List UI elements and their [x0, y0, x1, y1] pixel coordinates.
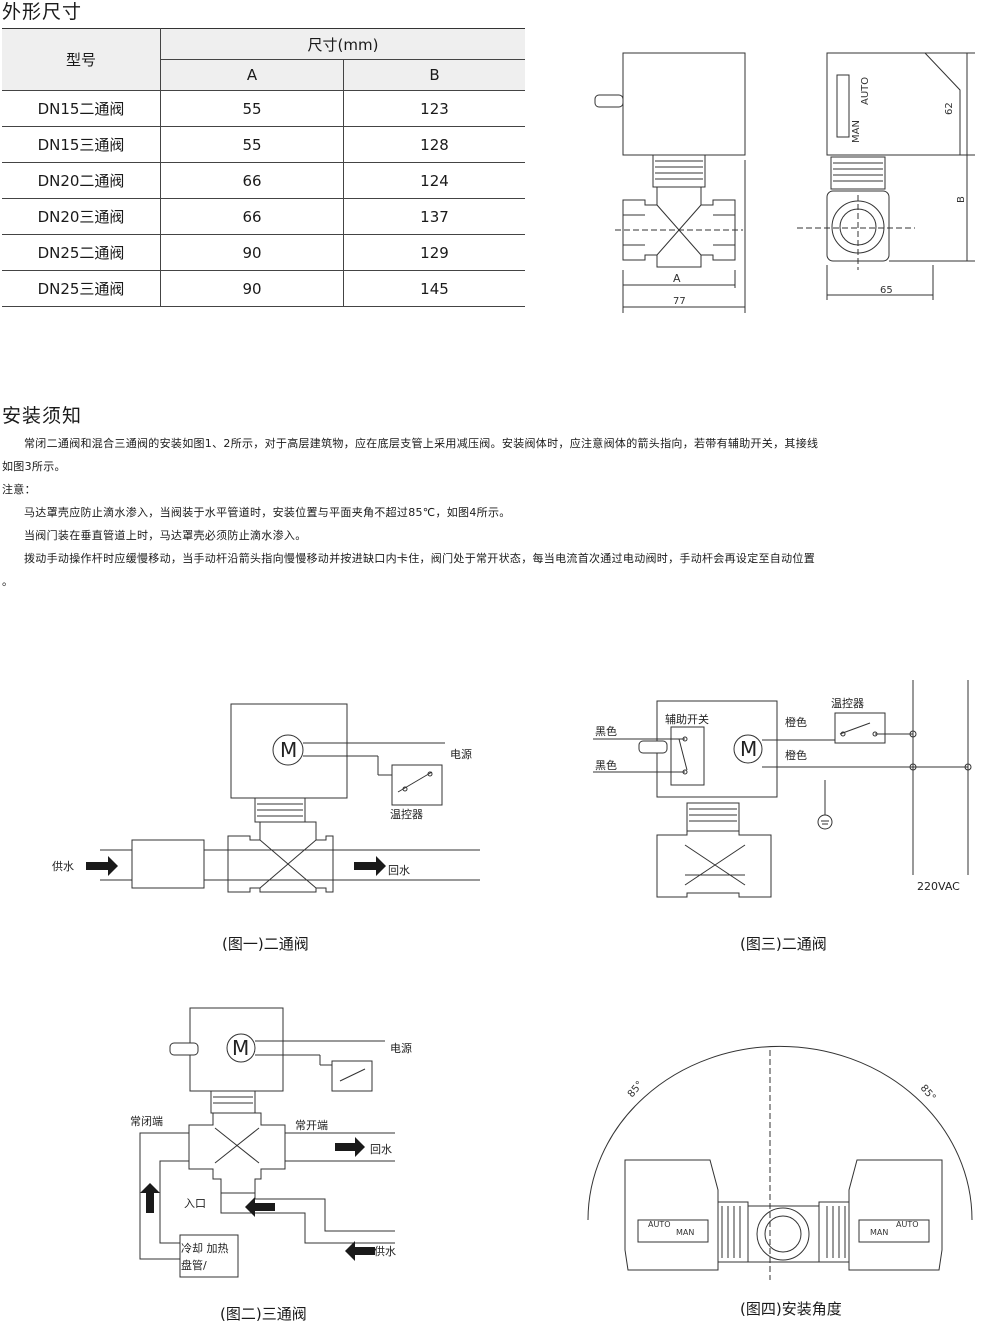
dim-label-auto: AUTO: [860, 77, 871, 105]
header-size: 尺寸(mm): [160, 28, 525, 60]
cell-b: 145: [343, 270, 525, 307]
fig3-orange1-label: 橙色: [785, 715, 807, 729]
cell-model: DN25三通阀: [37, 280, 125, 298]
fig2-supply-arrow-icon: [345, 1241, 375, 1261]
fig4-angle-left-label: 85°: [626, 1079, 646, 1100]
fig3-diagram: 黑色 黑色 辅助开关 M 橙色 橙色 温控器 220VAC: [593, 680, 972, 898]
note-3-cont: 。: [2, 575, 14, 588]
cell-model: DN15二通阀: [37, 100, 125, 118]
dim-label-man: MAN: [851, 120, 862, 143]
cell-a: 66: [160, 162, 344, 199]
fig1-motor-label: M: [280, 738, 297, 762]
fig3-aux-switch-label: 辅助开关: [665, 712, 709, 726]
dim-label-62: 62: [944, 102, 955, 115]
cell-model: DN20三通阀: [37, 208, 125, 226]
dim-label-b: B: [956, 196, 967, 203]
cell-b: 124: [343, 162, 525, 199]
cell-model: DN20二通阀: [37, 172, 125, 190]
cell-model: DN15三通阀: [37, 136, 125, 154]
fig2-inlet-label: 入口: [184, 1197, 206, 1210]
dim-label-65: 65: [880, 285, 893, 296]
fig4-auto-right-label: AUTO: [896, 1220, 919, 1229]
fig2-coil-label-line2: 盘管/: [181, 1258, 207, 1272]
fig3-thermostat-label: 温控器: [831, 696, 864, 710]
cell-b: 129: [343, 234, 525, 271]
dimensions-title: 外形尺寸: [2, 1, 83, 23]
fig1-thermostat-label: 温控器: [390, 807, 423, 821]
fig2-nc-port-label: 常闭端: [130, 1115, 163, 1128]
fig1-caption: (图一)二通阀: [222, 935, 309, 953]
cell-b: 137: [343, 198, 525, 235]
note-2: 当阀门装在垂直管道上时，马达罩壳必须防止滴水渗入。: [24, 529, 307, 542]
valve-dimension-drawing: A 77 65 62 B MAN AUTO: [594, 52, 975, 313]
fig3-caption: (图三)二通阀: [740, 935, 827, 953]
fig2-return-label: 回水: [370, 1143, 392, 1156]
fig2-diagram: M 电源 常闭端 常开端 回水 入口 冷却 加热 盘管/ 供水: [130, 1007, 412, 1278]
note-3: 拨动手动操作杆时应缓慢移动，当手动杆沿箭头指向慢慢移动并按进缺口内卡住，阀门处于…: [24, 552, 815, 565]
fig3-black2-label: 黑色: [595, 758, 617, 772]
fig4-angle-right-label: 85°: [918, 1083, 938, 1104]
cell-a: 90: [160, 270, 344, 307]
fig1-diagram: M 电源 温控器 供水 回水: [52, 703, 480, 893]
fig2-caption: (图二)三通阀: [220, 1305, 307, 1323]
cell-b: 123: [343, 90, 525, 127]
install-para1-cont: 如图3所示。: [2, 460, 66, 473]
fig3-orange2-label: 橙色: [785, 748, 807, 762]
install-para1: 常闭二通阀和混合三通阀的安装如图1、2所示，对于高层建筑物，应在底层支管上采用减…: [24, 437, 819, 450]
cell-model: DN25二通阀: [37, 244, 125, 262]
fig3-motor-label: M: [740, 737, 757, 761]
header-model: 型号: [2, 28, 161, 91]
cell-a: 55: [160, 126, 344, 163]
fig3-voltage-label: 220VAC: [917, 880, 960, 893]
note-label: 注意：: [2, 483, 36, 496]
header-col-b: B: [343, 59, 525, 91]
fig2-return-arrow-icon: [335, 1137, 365, 1157]
note-1: 马达罩壳应防止滴水渗入，当阀装于水平管道时，安装位置与平面夹角不超过85℃，如图…: [24, 506, 511, 519]
header-col-a: A: [160, 59, 344, 91]
fig4-diagram: 85° 85° AUTO MAN MAN AUTO: [587, 1045, 973, 1280]
fig4-man-left-label: MAN: [676, 1228, 694, 1237]
fig4-man-right-label: MAN: [870, 1228, 888, 1237]
supply-arrow-icon: [86, 856, 118, 876]
fig2-inlet-arrow-icon: [245, 1197, 275, 1217]
cell-a: 55: [160, 90, 344, 127]
install-title: 安装须知: [2, 405, 83, 427]
cell-a: 90: [160, 234, 344, 271]
fig3-black1-label: 黑色: [595, 724, 617, 738]
fig2-no-port-label: 常开端: [295, 1119, 328, 1132]
fig2-motor-label: M: [232, 1036, 249, 1060]
fig1-power-label: 电源: [450, 747, 472, 761]
fig4-auto-left-label: AUTO: [648, 1220, 671, 1229]
cell-a: 66: [160, 198, 344, 235]
fig1-supply-label: 供水: [52, 859, 74, 873]
fig2-supply-label: 供水: [374, 1244, 396, 1258]
return-arrow-icon: [354, 856, 386, 876]
dim-label-77: 77: [673, 296, 686, 307]
fig2-coil-label-line1: 冷却 加热: [181, 1242, 229, 1255]
fig4-caption: (图四)安装角度: [740, 1300, 842, 1318]
fig1-return-label: 回水: [388, 864, 410, 877]
fig2-up-arrow-icon: [140, 1183, 160, 1213]
fig2-power-label: 电源: [390, 1041, 412, 1055]
cell-b: 128: [343, 126, 525, 163]
dim-label-a: A: [673, 272, 681, 285]
